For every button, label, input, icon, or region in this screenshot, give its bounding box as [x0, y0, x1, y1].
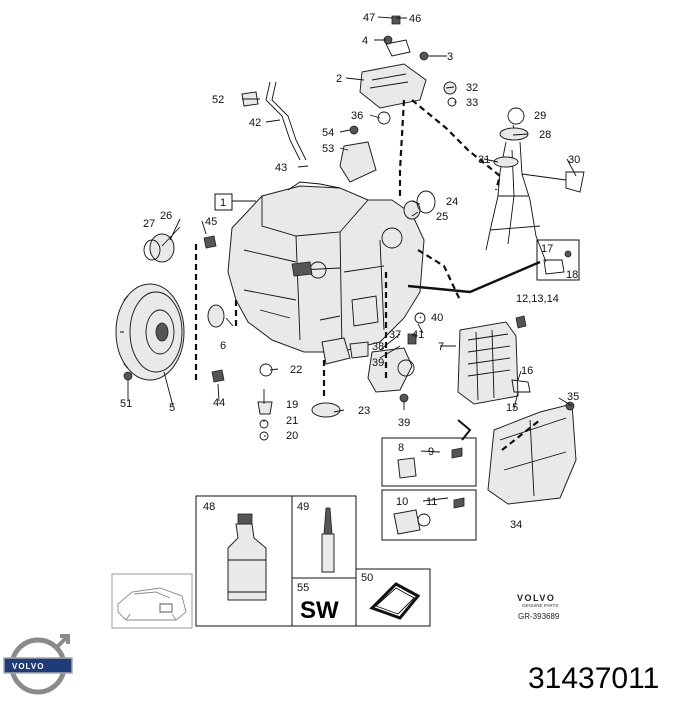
callout-1: 1	[220, 197, 226, 209]
callout-29: 29	[534, 110, 546, 122]
callout-43: 43	[275, 162, 287, 174]
callout-8: 8	[398, 442, 404, 454]
callout-25: 25	[436, 211, 448, 223]
callout-12-14: 12,13,14	[516, 293, 559, 305]
callout-49: 49	[297, 501, 309, 513]
inset-8-9	[381, 437, 477, 487]
callout-30: 30	[568, 154, 580, 166]
callout-33: 33	[466, 97, 478, 109]
callout-39: 39	[372, 357, 384, 369]
callout-52: 52	[212, 94, 224, 106]
wiring-harness	[485, 107, 585, 263]
callout-24: 24	[446, 196, 458, 208]
transmission-housing	[227, 181, 425, 353]
callout-7: 7	[438, 341, 444, 353]
inset-10-11	[381, 489, 477, 541]
callout-55: 55	[297, 582, 309, 594]
callout-15: 15	[506, 402, 518, 414]
callout-51: 51	[120, 398, 132, 410]
callout-45: 45	[205, 216, 217, 228]
callout-labels: 47 46 4 3 2 32 33 52 42 36 29 28 54 53 3…	[120, 12, 580, 624]
callout-42: 42	[249, 117, 261, 129]
callout-16: 16	[521, 365, 533, 377]
callout-44: 44	[213, 397, 225, 409]
inset-17-18	[536, 239, 580, 281]
connection-lines	[194, 99, 541, 451]
brand-block: VOLVO GENUINE PARTS GR-393689	[517, 593, 560, 621]
callout-28: 28	[539, 129, 551, 141]
callout-32: 32	[466, 82, 478, 94]
callout-6: 6	[220, 340, 226, 352]
callout-26: 26	[160, 210, 172, 222]
small-parts	[123, 15, 575, 441]
callout-41: 41	[412, 329, 424, 341]
callout-9: 9	[428, 446, 434, 458]
callout-35: 35	[567, 391, 579, 403]
brand-name: VOLVO	[517, 593, 555, 603]
callout-34: 34	[510, 519, 522, 531]
callout-19: 19	[286, 399, 298, 411]
callout-27: 27	[143, 218, 155, 230]
callout-36: 36	[351, 110, 363, 122]
callout-40: 40	[431, 312, 443, 324]
torque-converter	[115, 283, 185, 381]
callout-20: 20	[286, 430, 298, 442]
leader-lines	[127, 16, 577, 502]
callout-18: 18	[566, 269, 578, 281]
callout-17: 17	[541, 243, 553, 255]
drawing-reference: GR-393689	[518, 612, 560, 621]
callout-5: 5	[169, 402, 175, 414]
callout-48: 48	[203, 501, 215, 513]
callout-31: 31	[478, 154, 490, 166]
callout-46: 46	[409, 13, 421, 25]
part-number: 31437011	[528, 662, 659, 695]
callout-4: 4	[362, 35, 368, 47]
volvo-logo: VOLVO	[3, 634, 73, 695]
callout-2: 2	[336, 73, 342, 85]
callout-22: 22	[290, 364, 302, 376]
callout-47: 47	[363, 12, 375, 24]
callout-37: 37	[389, 329, 401, 341]
callout-10: 10	[396, 496, 408, 508]
brand-subtitle: GENUINE PARTS	[522, 603, 558, 608]
callout-50: 50	[361, 572, 373, 584]
sealant-label: SW	[300, 597, 339, 624]
consumables-box	[195, 495, 431, 627]
callout-53: 53	[322, 143, 334, 155]
callout-3: 3	[447, 51, 453, 63]
callout-39b: 39	[398, 417, 410, 429]
valve-body	[457, 321, 519, 405]
logo-text: VOLVO	[12, 662, 44, 671]
oil-pan	[487, 403, 577, 505]
callout-38: 38	[372, 341, 384, 353]
car-thumbnail	[111, 573, 193, 629]
callout-11: 11	[426, 496, 437, 508]
callout-54: 54	[322, 127, 334, 139]
callout-21: 21	[286, 415, 298, 427]
control-module	[359, 39, 427, 109]
callout-23: 23	[358, 405, 370, 417]
